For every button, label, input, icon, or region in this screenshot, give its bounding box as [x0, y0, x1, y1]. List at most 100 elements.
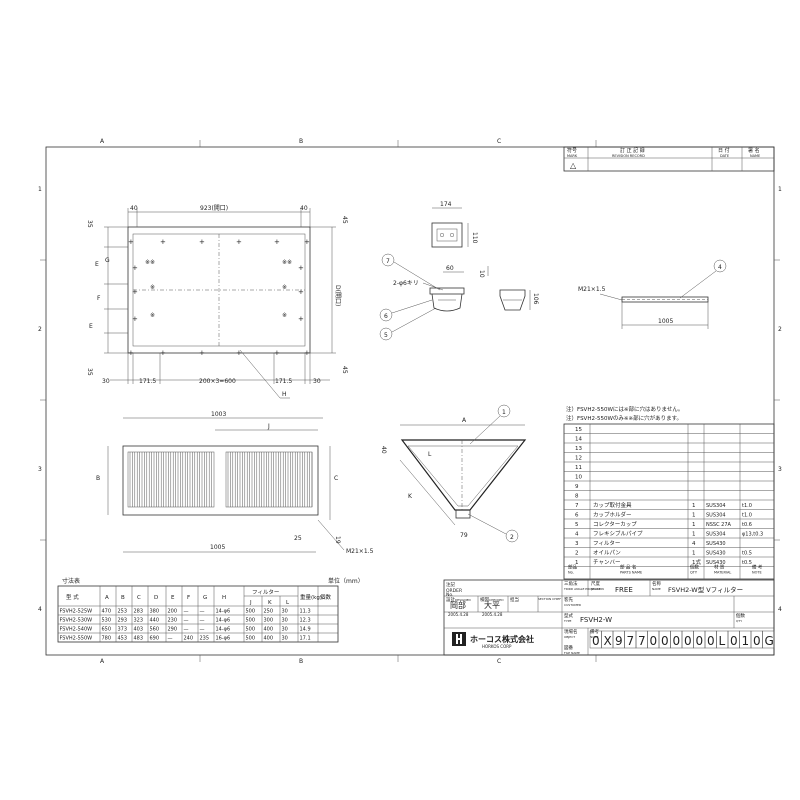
svg-text:フィルター: フィルター: [593, 539, 620, 547]
svg-text:OBJECT: OBJECT: [564, 635, 575, 639]
svg-text:45: 45: [341, 366, 348, 374]
drawing-char: 0: [592, 634, 600, 648]
svg-text:3: 3: [38, 466, 42, 473]
svg-text:+: +: [298, 264, 304, 272]
svg-text:400: 400: [264, 636, 274, 642]
svg-text:※: ※: [150, 312, 155, 319]
svg-text:符号: 符号: [567, 147, 577, 154]
svg-text:フィルター: フィルター: [252, 588, 279, 596]
svg-text:174: 174: [440, 201, 452, 208]
svg-text:1005: 1005: [658, 318, 673, 325]
svg-text:NAME: NAME: [652, 587, 661, 591]
svg-text:TRIRD ANGLE PROJECTION: TRIRD ANGLE PROJECTION: [563, 587, 604, 591]
svg-text:FILE NAME: FILE NAME: [564, 651, 580, 655]
svg-text:L: L: [428, 451, 432, 458]
svg-text:G: G: [203, 595, 207, 601]
svg-text:部 品 名: 部 品 名: [620, 564, 636, 571]
revision-block: 符号 MARK 訂 正 記 録 REVISION RECORD 日 付 DATE…: [563, 146, 775, 172]
svg-text:171.5: 171.5: [275, 378, 292, 385]
svg-text:30: 30: [102, 378, 110, 385]
svg-text:290: 290: [168, 627, 178, 633]
svg-text:材 質: 材 質: [714, 564, 725, 571]
svg-text:2: 2: [38, 326, 42, 333]
svg-text:250: 250: [264, 609, 274, 615]
svg-text:+: +: [160, 349, 166, 357]
svg-text:※: ※: [282, 284, 287, 291]
svg-text:カップ取付金具: カップ取付金具: [593, 501, 632, 509]
svg-text:1: 1: [692, 551, 696, 557]
svg-text:A: A: [462, 417, 467, 424]
svg-text:A: A: [105, 595, 109, 601]
drawing-char: 0: [696, 634, 704, 648]
drawing-char: 0: [650, 634, 658, 648]
svg-text:注）FSVH2-550Wには※部に穴はありません。: 注）FSVH2-550Wには※部に穴はありません。: [566, 405, 683, 413]
svg-text:型 式: 型 式: [66, 593, 79, 601]
svg-text:1: 1: [692, 522, 696, 528]
svg-text:12.3: 12.3: [300, 618, 311, 624]
svg-text:1005: 1005: [210, 544, 225, 551]
svg-text:L: L: [286, 600, 290, 606]
svg-text:+: +: [304, 238, 310, 246]
svg-text:C: C: [497, 138, 501, 145]
drawing-char: L: [719, 634, 726, 648]
svg-text:G: G: [105, 257, 110, 264]
svg-text:470: 470: [102, 609, 112, 615]
svg-text:※: ※: [282, 312, 287, 319]
drawing-char: 0: [661, 634, 669, 648]
svg-text:B: B: [96, 475, 100, 482]
svg-text:453: 453: [118, 636, 128, 642]
svg-text:署 名: 署 名: [748, 147, 760, 154]
svg-text:t0.6: t0.6: [742, 522, 752, 528]
svg-text:30: 30: [282, 609, 288, 615]
svg-text:B: B: [299, 658, 303, 665]
svg-text:型式: 型式: [564, 612, 573, 619]
svg-text:1: 1: [778, 186, 782, 193]
svg-text:FREE: FREE: [615, 586, 633, 594]
svg-text:SECTION CHIEF: SECTION CHIEF: [538, 597, 561, 601]
top-view: +++ +++ +++ +++ ※※ ※ ※ ※※ ※ ※ +++ +++ 40…: [86, 205, 348, 399]
svg-text:4: 4: [692, 541, 696, 547]
svg-text:A: A: [100, 138, 105, 145]
svg-text:1: 1: [692, 532, 696, 538]
svg-text:690: 690: [150, 636, 160, 642]
svg-text:293: 293: [118, 618, 128, 624]
svg-text:フレキシブルパイプ: フレキシブルパイプ: [593, 530, 643, 538]
svg-text:1: 1: [38, 186, 42, 193]
svg-text:35: 35: [86, 368, 93, 376]
svg-text:—: —: [168, 636, 173, 642]
svg-text:+: +: [160, 238, 166, 246]
svg-text:CUSTOMER: CUSTOMER: [564, 603, 581, 607]
svg-text:373: 373: [118, 627, 128, 633]
svg-text:名称: 名称: [652, 580, 661, 587]
parts-row: 13: [575, 446, 582, 452]
drawing-char: G: [765, 634, 774, 648]
svg-text:45: 45: [341, 216, 348, 224]
svg-text:重量(kg): 重量(kg): [300, 593, 322, 601]
svg-text:個数: 個数: [320, 593, 332, 601]
svg-text:E: E: [171, 595, 175, 601]
svg-text:171.5: 171.5: [139, 378, 156, 385]
svg-text:+: +: [132, 315, 138, 323]
svg-text:+: +: [274, 349, 280, 357]
svg-text:+: +: [304, 349, 310, 357]
svg-text:客先: 客先: [564, 596, 573, 603]
svg-text:ホーコス株式会社: ホーコス株式会社: [470, 634, 534, 644]
svg-text:4: 4: [38, 606, 42, 613]
svg-text:C: C: [334, 475, 338, 482]
svg-text:SUS430: SUS430: [706, 560, 726, 566]
svg-text:J: J: [267, 423, 270, 430]
svg-text:14: 14: [575, 437, 582, 443]
svg-text:1: 1: [575, 560, 579, 566]
drawing-char: 0: [673, 634, 681, 648]
svg-text:TYPE: TYPE: [563, 619, 571, 623]
parts-row: 12: [575, 456, 582, 462]
